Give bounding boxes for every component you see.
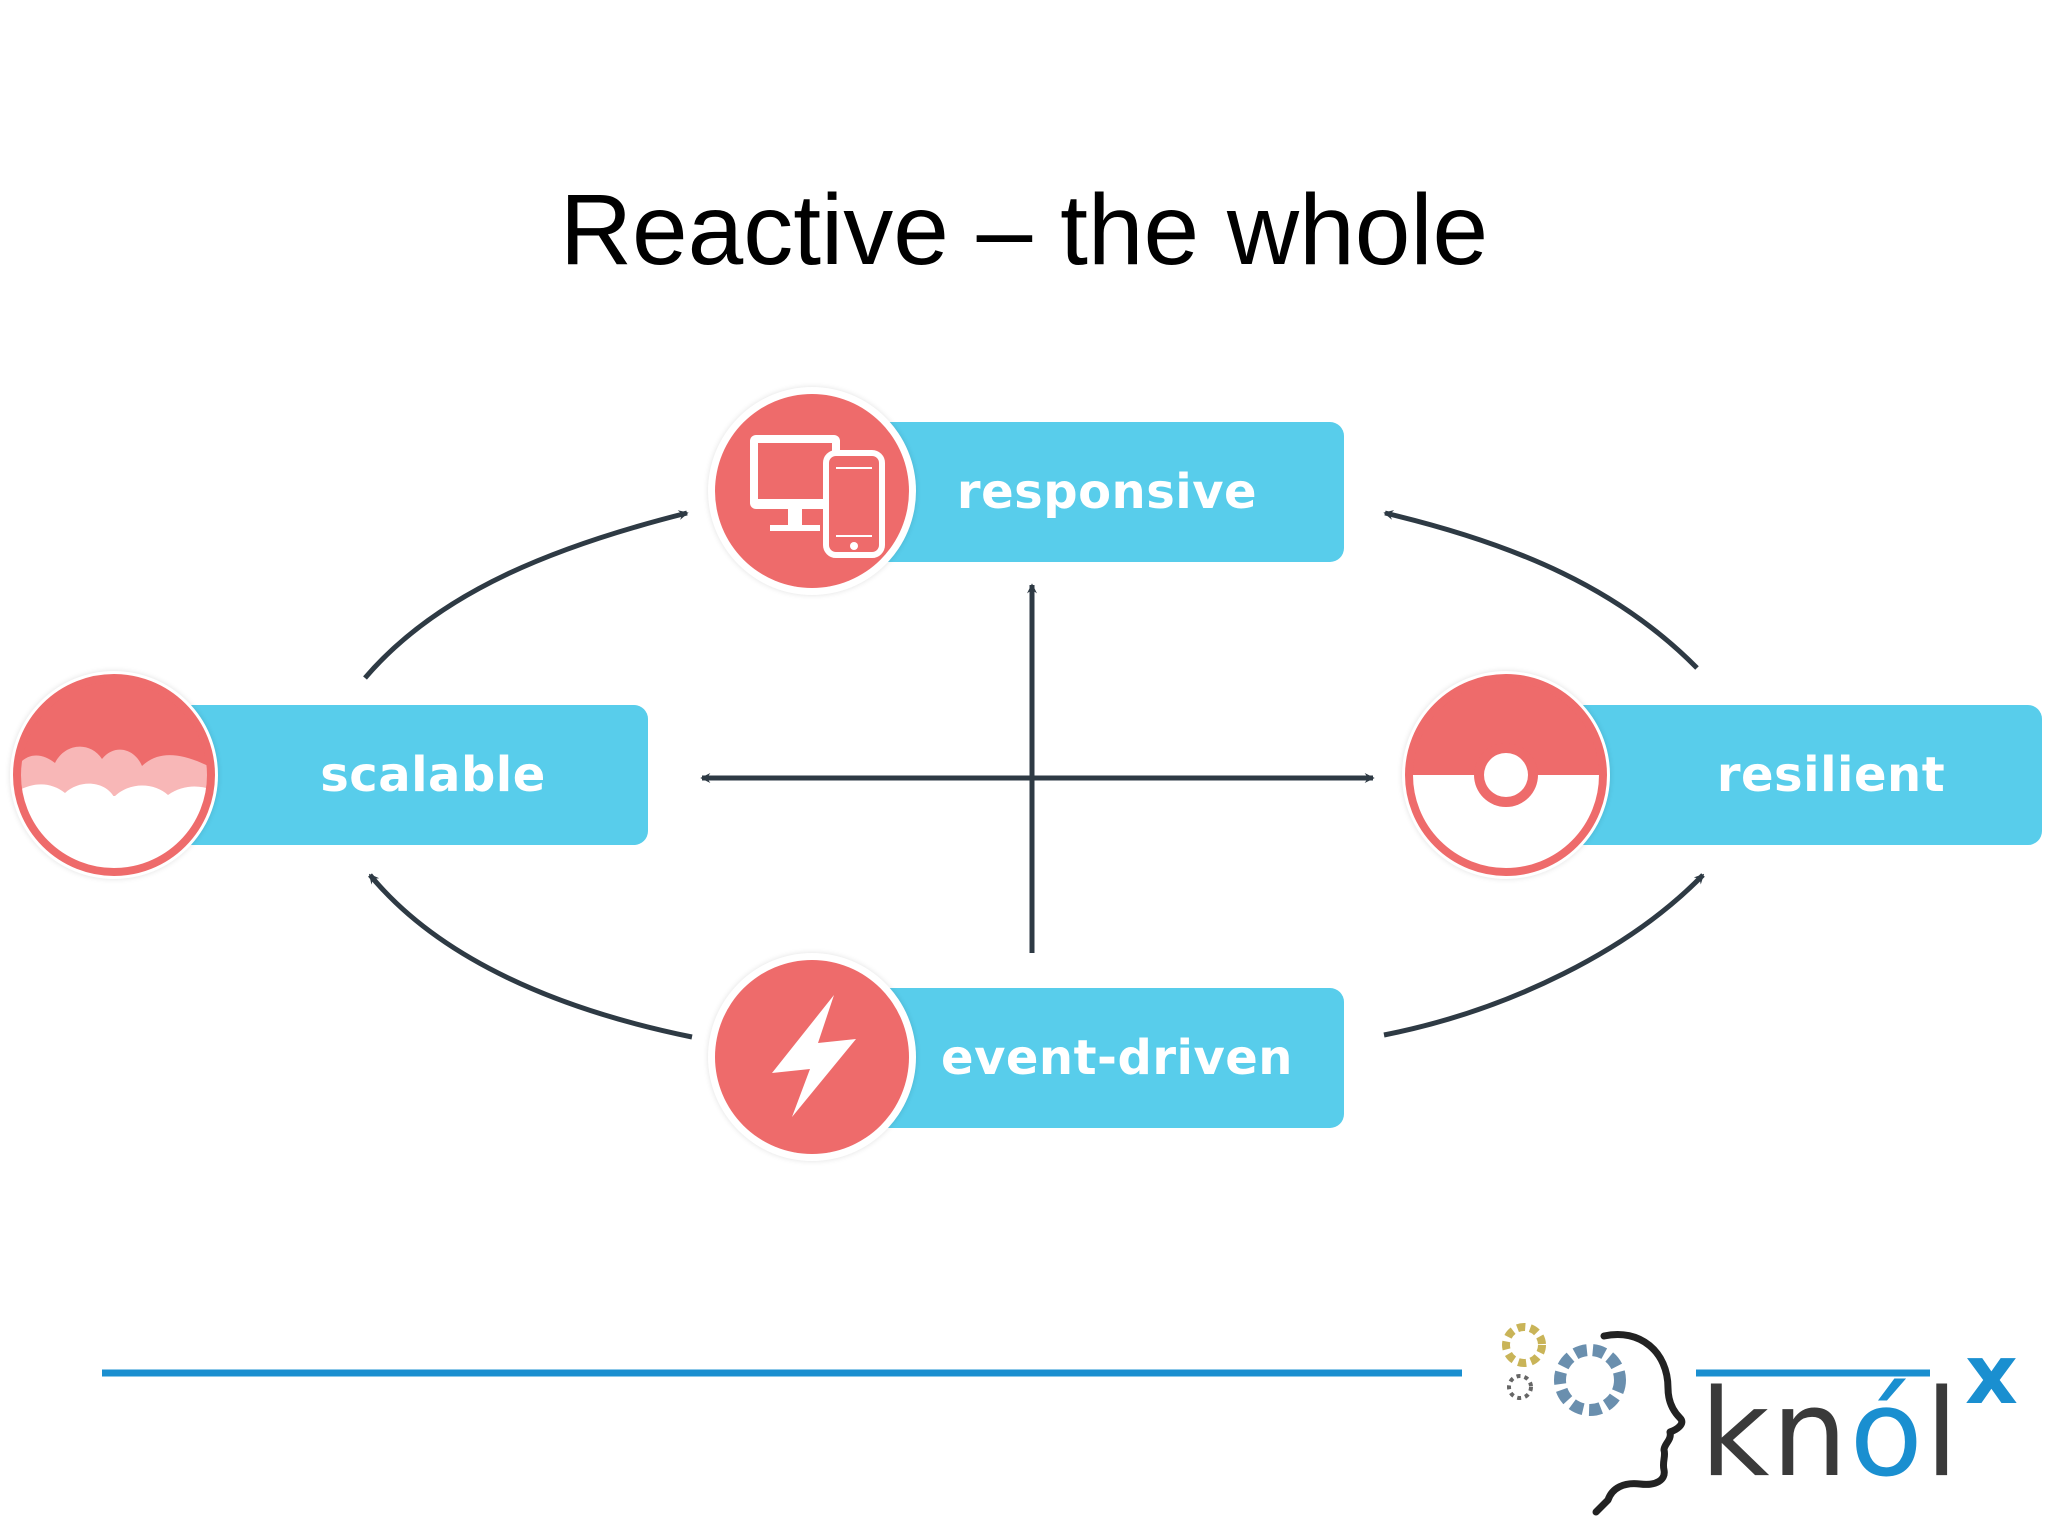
lightning-icon: [708, 953, 916, 1161]
cloud-scale-icon: [10, 671, 218, 879]
logo-text-accent: ó: [1849, 1365, 1925, 1504]
node-label-responsive: responsive: [956, 464, 1258, 520]
gear-icon: [1502, 1323, 1546, 1367]
node-label-scalable: scalable: [320, 747, 546, 803]
knolx-logo-text: knól: [1700, 1375, 1960, 1495]
knolx-logo-superscript: x: [1965, 1328, 2018, 1423]
arc-eventdriven-to-resilient: [1383, 873, 1705, 1038]
devices-icon: [708, 387, 916, 595]
node-label-event-driven: event-driven: [941, 1030, 1293, 1086]
node-resilient: resilient: [1570, 705, 2042, 845]
lifebuoy-icon: [1402, 671, 1610, 879]
logo-text-main: kn: [1700, 1365, 1850, 1504]
node-label-resilient: resilient: [1716, 747, 1946, 803]
arc-eventdriven-to-scalable: [368, 873, 693, 1040]
node-responsive: responsive: [870, 422, 1344, 562]
arc-scalable-to-responsive: [363, 510, 689, 680]
gear-icon: [1554, 1344, 1626, 1416]
logo-text-end: l: [1924, 1365, 1961, 1504]
slide-title: Reactive – the whole: [559, 174, 1489, 286]
gear-icon: [1507, 1374, 1533, 1400]
arc-resilient-to-responsive: [1383, 510, 1699, 670]
node-event-driven: event-driven: [870, 988, 1344, 1128]
head-profile-icon: [1592, 1331, 1686, 1516]
node-scalable: scalable: [178, 705, 648, 845]
